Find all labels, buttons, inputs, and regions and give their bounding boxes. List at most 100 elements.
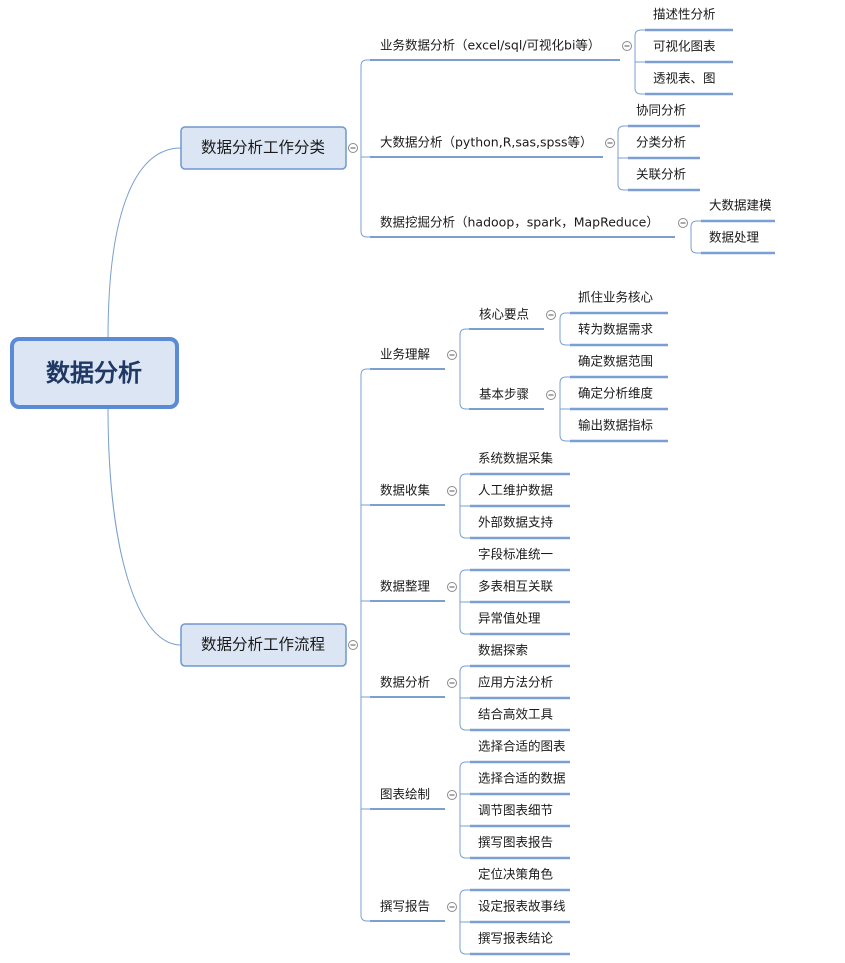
leaf-topic[interactable]: 分类分析 (636, 135, 686, 150)
node-label: 数据分析工作流程 (201, 636, 325, 654)
node-label: 数据分析 (46, 359, 142, 387)
connector-lines (107, 28, 775, 956)
sub-topic[interactable]: 业务数据分析（excel/sql/可视化bi等） (380, 38, 600, 53)
node-label: 透视表、图 (653, 71, 716, 86)
leaf-topic[interactable]: 抓住业务核心 (578, 290, 654, 305)
node-label: 确定数据范围 (578, 354, 653, 369)
collapse-toggle-icon[interactable] (622, 41, 632, 51)
leaf-topic[interactable]: 描述性分析 (653, 7, 716, 22)
node-label: 撰写报告 (380, 899, 430, 914)
collapse-toggle-icon[interactable] (447, 678, 457, 688)
leaf-topic[interactable]: 外部数据支持 (478, 515, 553, 530)
node-label: 核心要点 (479, 307, 529, 322)
sub-topic[interactable]: 图表绘制 (380, 787, 430, 802)
sub-topic[interactable]: 数据分析 (380, 675, 430, 690)
node-label: 多表相互关联 (478, 579, 554, 594)
leaf-topic[interactable]: 关联分析 (636, 167, 686, 182)
step-topic[interactable]: 核心要点 (479, 307, 529, 322)
node-label: 数据处理 (709, 230, 760, 245)
node-label: 确定分析维度 (578, 386, 654, 401)
node-label: 分类分析 (636, 135, 686, 150)
leaf-topic[interactable]: 协同分析 (636, 103, 686, 118)
node-label: 图表绘制 (380, 787, 430, 802)
sub-topic[interactable]: 数据收集 (380, 483, 431, 498)
branch-collapse-icon[interactable] (348, 640, 358, 650)
node-label: 关联分析 (636, 167, 686, 182)
collapse-toggle-icon[interactable] (447, 582, 457, 592)
node-label: 大数据分析（python,R,sas,spss等） (380, 135, 593, 150)
node-label: 转为数据需求 (578, 322, 654, 337)
node-label: 协同分析 (636, 103, 686, 118)
leaf-topic[interactable]: 人工维护数据 (478, 483, 553, 498)
leaf-topic[interactable]: 数据处理 (709, 230, 760, 245)
leaf-topic[interactable]: 撰写报表结论 (478, 931, 554, 946)
leaf-topic[interactable]: 字段标准统一 (478, 547, 553, 562)
collapse-toggle-icon[interactable] (447, 486, 457, 496)
node-label: 业务数据分析（excel/sql/可视化bi等） (380, 38, 600, 53)
leaf-topic[interactable]: 可视化图表 (653, 39, 716, 54)
node-label: 数据整理 (380, 579, 431, 594)
node-label: 定位决策角色 (478, 867, 554, 882)
collapse-toggle-icon[interactable] (447, 790, 457, 800)
branch-topic[interactable]: 数据分析工作流程 (180, 623, 347, 667)
leaf-topic[interactable]: 确定数据范围 (578, 354, 653, 369)
node-label: 数据挖掘分析（hadoop，spark，MapReduce） (380, 215, 659, 230)
leaf-topic[interactable]: 确定分析维度 (578, 386, 654, 401)
node-label: 可视化图表 (653, 39, 716, 54)
leaf-topic[interactable]: 异常值处理 (478, 611, 541, 626)
node-label: 撰写图表报告 (478, 835, 553, 850)
leaf-topic[interactable]: 选择合适的图表 (478, 739, 566, 754)
sub-topic[interactable]: 业务理解 (380, 347, 430, 362)
leaf-topic[interactable]: 调节图表细节 (478, 803, 553, 818)
node-label: 数据探索 (478, 643, 528, 658)
node-label: 应用方法分析 (478, 675, 553, 690)
node-label: 人工维护数据 (478, 483, 553, 498)
sub-topic[interactable]: 数据整理 (380, 579, 431, 594)
node-label: 数据收集 (380, 483, 431, 498)
leaf-topic[interactable]: 数据探索 (478, 643, 528, 658)
collapse-toggle-icon[interactable] (447, 902, 457, 912)
leaf-topic[interactable]: 选择合适的数据 (478, 771, 566, 786)
leaf-topic[interactable]: 定位决策角色 (478, 867, 554, 882)
leaf-topic[interactable]: 系统数据采集 (478, 451, 554, 466)
root-topic[interactable]: 数据分析 (10, 337, 179, 409)
node-label: 选择合适的数据 (478, 771, 566, 786)
leaf-topic[interactable]: 输出数据指标 (578, 418, 653, 433)
leaf-topic[interactable]: 转为数据需求 (578, 322, 654, 337)
node-label: 外部数据支持 (478, 515, 553, 530)
leaf-topic[interactable]: 撰写图表报告 (478, 835, 553, 850)
node-label: 基本步骤 (479, 387, 529, 402)
collapse-toggle-icon[interactable] (605, 138, 615, 148)
node-label: 字段标准统一 (478, 547, 553, 562)
leaf-topic[interactable]: 多表相互关联 (478, 579, 554, 594)
node-label: 数据分析 (380, 675, 430, 690)
node-label: 描述性分析 (653, 7, 716, 22)
step-topic[interactable]: 基本步骤 (479, 387, 529, 402)
sub-topic[interactable]: 数据挖掘分析（hadoop，spark，MapReduce） (380, 215, 659, 230)
leaf-topic[interactable]: 设定报表故事线 (478, 899, 566, 914)
collapse-toggle-icon[interactable] (546, 390, 556, 400)
sub-topic[interactable]: 撰写报告 (380, 899, 430, 914)
node-label: 异常值处理 (478, 611, 541, 626)
collapse-toggle-icon[interactable] (447, 350, 457, 360)
leaf-topic[interactable]: 结合高效工具 (478, 707, 554, 722)
collapse-toggle-icon[interactable] (546, 310, 556, 320)
node-label: 调节图表细节 (478, 803, 553, 818)
leaf-topic[interactable]: 应用方法分析 (478, 675, 553, 690)
collapse-toggle-icon[interactable] (678, 218, 688, 228)
node-label: 输出数据指标 (578, 418, 653, 433)
branch-collapse-icon[interactable] (348, 143, 358, 153)
leaf-topic[interactable]: 透视表、图 (653, 71, 716, 86)
sub-topic[interactable]: 大数据分析（python,R,sas,spss等） (380, 135, 593, 150)
node-label: 大数据建模 (709, 198, 772, 213)
branch-topic[interactable]: 数据分析工作分类 (180, 126, 347, 170)
node-label: 结合高效工具 (478, 707, 554, 722)
node-label: 系统数据采集 (478, 451, 554, 466)
node-label: 数据分析工作分类 (201, 139, 325, 157)
node-label: 撰写报表结论 (478, 931, 554, 946)
node-label: 抓住业务核心 (578, 290, 654, 305)
leaf-topic[interactable]: 大数据建模 (709, 198, 772, 213)
node-label: 业务理解 (380, 347, 430, 362)
